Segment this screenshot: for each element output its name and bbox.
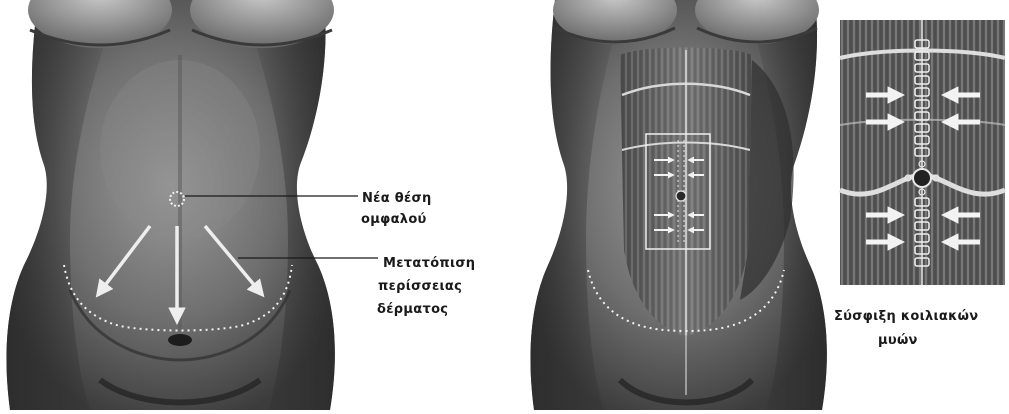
left-torso-figure [6,0,378,410]
skin-label-line1: Μετατόπιση [383,256,475,271]
middle-torso-figure [530,0,826,410]
muscle-detail-inset [840,20,1005,285]
umbilicus-label-line1: Νέα θέση [362,191,432,206]
muscle-label-line1: Σύσφιξη κοιλιακών [834,309,978,324]
muscle-label-line2: μυών [878,333,918,348]
skin-label-line2: περίσσειας [378,279,462,294]
skin-label-line3: δέρματος [377,302,448,317]
umbilicus-label-line2: ομφαλού [361,212,427,227]
